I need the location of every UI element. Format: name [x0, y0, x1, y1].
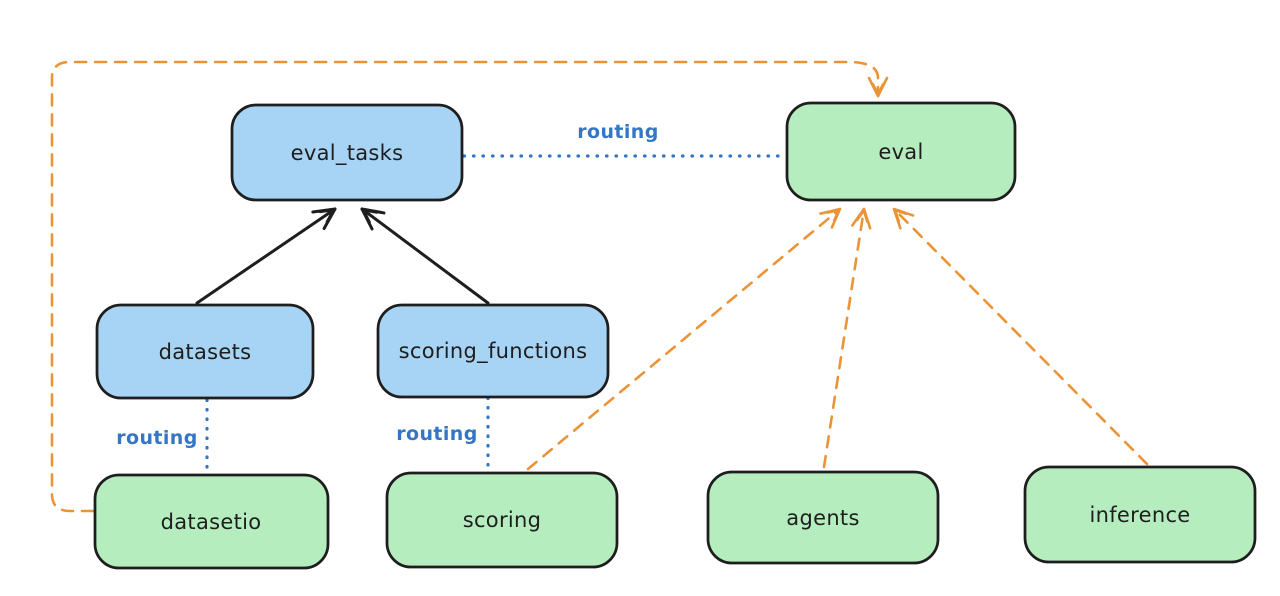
- edge-agents-to-eval: [822, 207, 872, 469]
- edge-scoring-functions-to-eval-tasks: [360, 207, 490, 305]
- node-scoring-functions-label: scoring_functions: [399, 339, 588, 364]
- edge-datasets-to-eval-tasks: [195, 207, 337, 305]
- node-scoring-functions-box: [376, 303, 610, 399]
- node-scoring-box: [385, 471, 619, 569]
- node-eval-box: [785, 101, 1017, 202]
- edge-datasetio-to-eval: [50, 60, 889, 513]
- node-inference-box: [1023, 465, 1257, 564]
- node-agents: agents: [706, 470, 940, 565]
- node-eval-tasks-box: [230, 103, 464, 202]
- node-scoring: scoring: [385, 471, 619, 569]
- node-agents-label: agents: [786, 506, 859, 530]
- node-inference-label: inference: [1089, 503, 1190, 527]
- node-inference: inference: [1023, 465, 1257, 564]
- routing-label-datasets: routing: [116, 427, 197, 449]
- node-agents-box: [706, 470, 940, 565]
- node-eval: eval: [785, 101, 1017, 202]
- node-datasets-box: [95, 303, 315, 400]
- node-datasetio-label: datasetio: [161, 510, 262, 534]
- node-datasetio: datasetio: [93, 473, 330, 570]
- routing-label-scoring: routing: [396, 423, 477, 445]
- node-datasetio-box: [93, 473, 330, 570]
- edge-scoring-to-eval: [526, 207, 842, 471]
- node-eval-tasks: eval_tasks: [230, 103, 464, 202]
- node-eval-label: eval: [878, 140, 923, 164]
- node-eval-tasks-label: eval_tasks: [291, 141, 404, 166]
- edge-inference-to-eval: [892, 207, 1149, 466]
- node-datasets: datasets: [95, 303, 315, 400]
- node-scoring-functions: scoring_functions: [376, 303, 610, 399]
- node-datasets-label: datasets: [159, 340, 252, 364]
- node-scoring-label: scoring: [463, 508, 542, 532]
- routing-label-top: routing: [577, 121, 658, 143]
